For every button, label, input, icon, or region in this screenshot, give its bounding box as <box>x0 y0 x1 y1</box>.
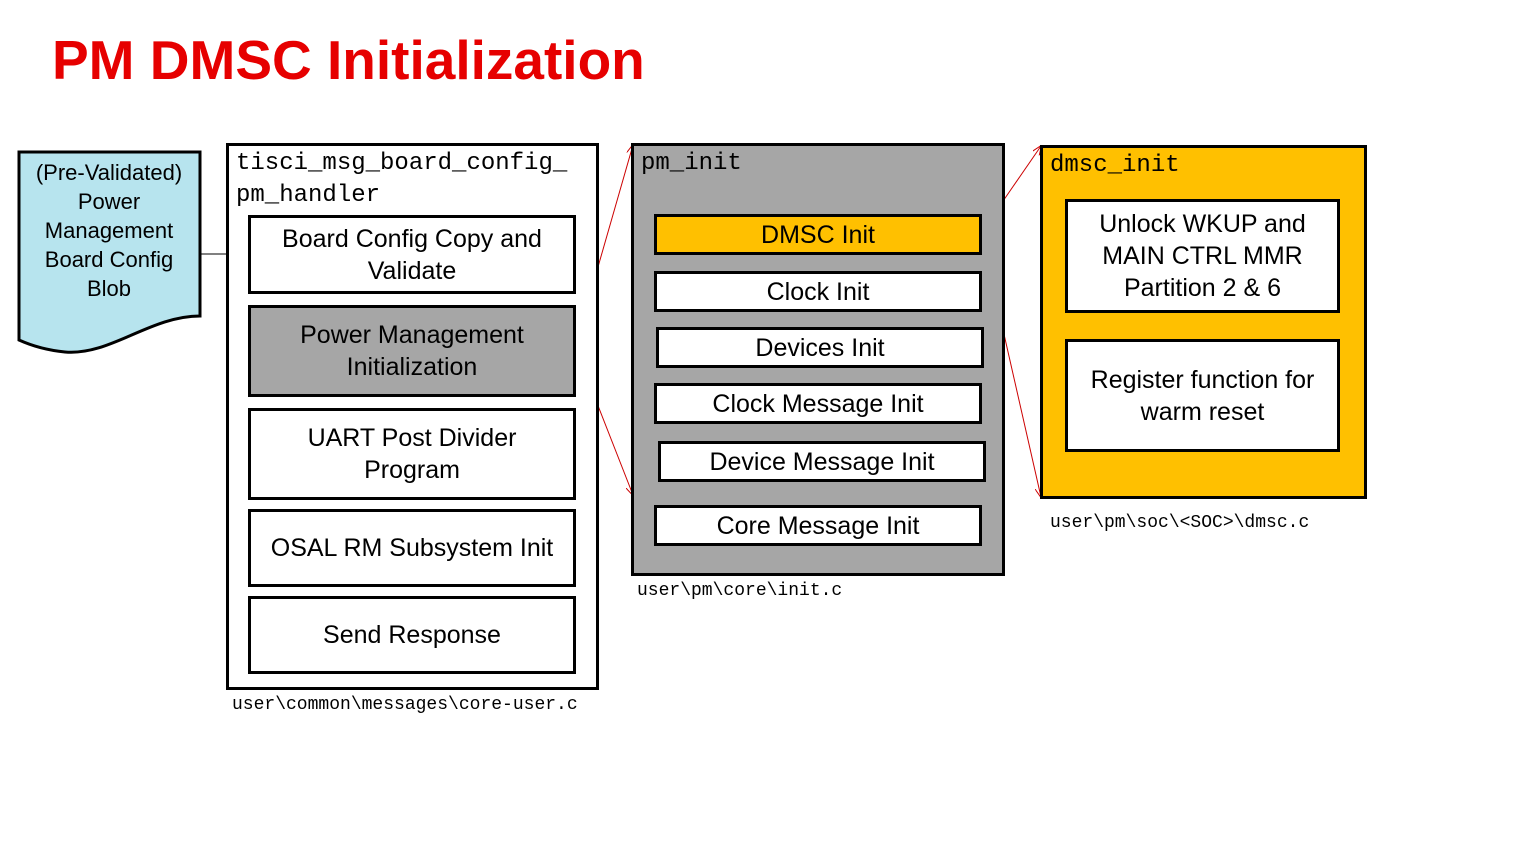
register-warm-reset-box: Register function for warm reset <box>1065 339 1340 452</box>
pm-init-title: pm_init <box>641 150 742 177</box>
pm-init-path: user\pm\core\init.c <box>637 581 843 601</box>
dmsc-init-box: DMSC Init <box>654 214 982 255</box>
page-title: PM DMSC Initialization <box>52 29 645 91</box>
handler-path: user\common\messages\core-user.c <box>232 695 578 715</box>
devices-init-box: Devices Init <box>656 327 984 368</box>
uart-post-divider-box: UART Post Divider Program <box>248 408 576 500</box>
blob-text: (Pre-Validated) Power Management Board C… <box>35 160 183 301</box>
handler-title: tisci_msg_board_config_ pm_handler <box>236 150 568 209</box>
dmsc-init-path: user\pm\soc\<SOC>\dmsc.c <box>1050 513 1310 533</box>
clock-init-box: Clock Init <box>654 271 982 312</box>
device-message-init-box: Device Message Init <box>658 441 986 482</box>
blob-document-shape <box>17 150 202 354</box>
core-message-init-box: Core Message Init <box>654 505 982 546</box>
osal-rm-subsystem-box: OSAL RM Subsystem Init <box>248 509 576 587</box>
dmsc-init-title: dmsc_init <box>1050 152 1180 179</box>
board-config-copy-box: Board Config Copy and Validate <box>248 215 576 294</box>
unlock-wkup-box: Unlock WKUP and MAIN CTRL MMR Partition … <box>1065 199 1340 313</box>
send-response-box: Send Response <box>248 596 576 674</box>
clock-message-init-box: Clock Message Init <box>654 383 982 424</box>
power-management-init-box: Power Management Initialization <box>248 305 576 397</box>
